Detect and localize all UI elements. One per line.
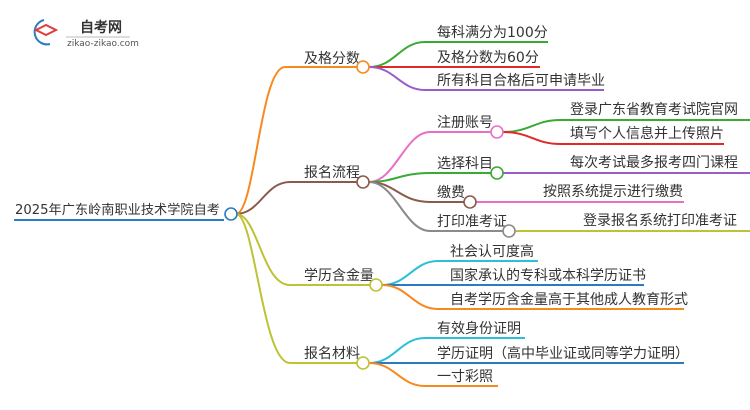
sub-branch-node[interactable]	[463, 195, 477, 209]
leaf-label: 社会认可度高	[450, 243, 534, 260]
leaf-label: 登录报名系统打印准考证	[583, 212, 737, 229]
sub-branch-label: 缴费	[437, 185, 465, 201]
leaf-label: 按照系统提示进行缴费	[543, 184, 683, 200]
leaf-label: 学历证明（高中毕业证或同等学力证明）	[437, 345, 689, 362]
leaf-label: 自考学历含金量高于其他成人教育形式	[450, 291, 688, 308]
branch-node[interactable]	[356, 356, 370, 370]
branch-label: 及格分数	[304, 51, 360, 67]
branch-label: 报名流程	[304, 165, 360, 181]
branch-node[interactable]	[356, 175, 370, 189]
logo: 自考网 zikao-zikao.com	[33, 19, 139, 49]
sub-branch-label: 选择科目	[437, 156, 493, 172]
leaf-label: 国家承认的专科或本科学历证书	[450, 267, 646, 284]
logo-subtitle: zikao-zikao.com	[67, 39, 139, 49]
leaf-label: 所有科目合格后可申请毕业	[437, 73, 605, 89]
branch-node[interactable]	[369, 278, 383, 292]
leaf-label: 登录广东省教育考试院官网	[570, 102, 738, 118]
sub-branch-node[interactable]	[490, 125, 504, 139]
root-topic: 2025年广东岭南职业技术学院自考	[15, 202, 220, 218]
leaf-label: 一寸彩照	[437, 369, 493, 385]
sub-branch-label: 注册账号	[437, 115, 493, 131]
root-node[interactable]	[224, 207, 238, 221]
leaf-label: 每科满分为100分	[437, 25, 548, 41]
sub-branch-node[interactable]	[490, 166, 504, 180]
branch-node[interactable]	[356, 60, 370, 74]
leaf-label: 及格分数为60分	[437, 50, 539, 66]
leaf-label: 每次考试最多报考四门课程	[570, 154, 738, 171]
leaf-label: 填写个人信息并上传照片	[570, 125, 724, 142]
logo-title: 自考网	[80, 19, 122, 36]
sub-branch-label: 打印准考证	[437, 213, 507, 230]
sub-branch-node[interactable]	[502, 224, 516, 238]
graduation-cap-icon	[33, 23, 59, 37]
logo-arc-icon	[33, 19, 51, 46]
branch-label: 报名材料	[304, 346, 360, 362]
leaf-label: 有效身份证明	[437, 321, 521, 337]
branch-label: 学历含金量	[304, 268, 374, 284]
